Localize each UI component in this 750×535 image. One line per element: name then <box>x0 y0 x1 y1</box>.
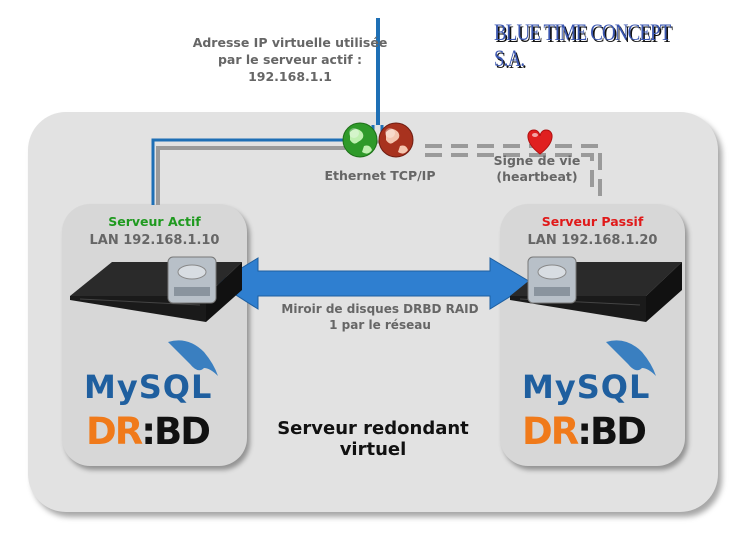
mysql-logo-text: MySQL <box>84 368 213 406</box>
drbd-mirror-label: Miroir de disques DRBD RAID 1 par le rés… <box>281 302 479 332</box>
mysql-dolphin-left-icon <box>168 340 218 376</box>
drbd-logo-bd: BD <box>154 410 211 453</box>
active-server-panel <box>62 204 247 466</box>
active-link-blue <box>151 138 345 205</box>
brand-logo: BLUE TIME CONCEPT S.A. <box>494 20 671 71</box>
drbd-logo-dr: DR <box>86 410 143 453</box>
virtual-ip-label: Adresse IP virtuelle utilisée par le ser… <box>192 35 388 84</box>
globe-red-icon <box>378 122 414 158</box>
active-server-title: Serveur Actif <box>108 214 201 229</box>
mysql-logo-text: MySQL <box>522 368 651 406</box>
passive-server-lan: LAN 192.168.1.20 <box>527 233 658 248</box>
drbd-logo-left: DR:BD <box>86 410 211 453</box>
mysql-logo-left: MySQL <box>84 368 212 406</box>
heartbeat-label: Signe de vie (heartbeat) <box>493 153 581 184</box>
ethernet-label: Ethernet TCP/IP <box>324 168 436 183</box>
hard-disk-right-icon <box>527 256 577 304</box>
heartbeat-link-inner <box>425 153 594 196</box>
virtual-server-label: Serveur redondant virtuel <box>277 418 469 460</box>
drbd-logo-dr: DR <box>522 410 579 453</box>
heart-icon <box>527 129 553 155</box>
passive-server-panel <box>500 204 685 466</box>
mysql-dolphin-right-icon <box>606 340 656 376</box>
drbd-logo-right: DR:BD <box>522 410 647 453</box>
heartbeat-link-outer <box>425 144 602 196</box>
passive-server-title: Serveur Passif <box>541 214 644 229</box>
mysql-logo-right: MySQL <box>522 368 650 406</box>
globe-green-icon <box>342 122 378 158</box>
active-link-gray <box>156 146 345 205</box>
hard-disk-left-icon <box>167 256 217 304</box>
drbd-logo-bd: BD <box>590 410 647 453</box>
active-server-lan: LAN 192.168.1.10 <box>89 233 220 248</box>
